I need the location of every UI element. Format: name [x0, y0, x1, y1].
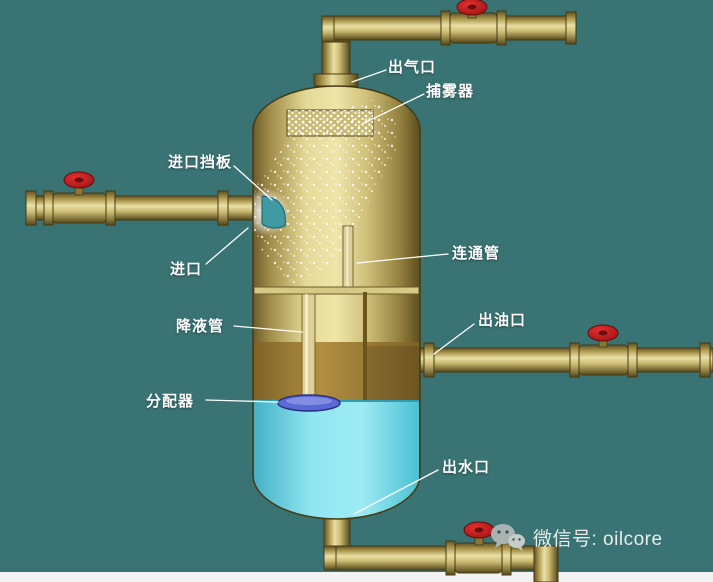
oil-layer [254, 342, 419, 402]
label-inlet: 进口 [170, 261, 203, 278]
gas-outlet-valve [440, 0, 507, 46]
label-inlet-baffle: 进口挡板 [168, 154, 233, 171]
label-oil-outlet: 出油口 [478, 312, 527, 329]
valve-handwheel-icon [463, 521, 495, 539]
label-demister: 捕雾器 [426, 83, 475, 100]
separator-vessel [252, 85, 421, 520]
watermark-text: 微信号: oilcore [533, 528, 663, 550]
watermark: 微信号: oilcore [490, 522, 663, 552]
gas-outlet-pipe [313, 0, 577, 89]
oil-compartment [366, 346, 419, 400]
leader-inlet [205, 227, 249, 265]
downcomer-pipe [301, 293, 316, 403]
inlet-pipe [25, 171, 254, 226]
leader-connecting-pipe [356, 253, 449, 264]
label-gas-outlet: 出气口 [388, 59, 437, 76]
connecting-pipe-internal [342, 225, 354, 291]
inlet-valve [43, 171, 116, 226]
oil-outlet-pipe [414, 324, 713, 378]
weir-plate [363, 292, 367, 400]
wechat-icon [491, 524, 525, 551]
inlet-baffle-plate [261, 195, 286, 229]
leader-inlet-baffle [233, 165, 273, 201]
valve-handwheel-icon [456, 0, 488, 16]
leader-distributor [205, 399, 279, 403]
distributor-plate [277, 394, 341, 412]
leader-oil-outlet [433, 323, 475, 355]
vessel-outline [252, 85, 421, 520]
leader-lines [205, 69, 475, 515]
oil-outlet-valve [569, 324, 638, 378]
leader-demister [361, 93, 425, 125]
gas-spray [253, 100, 396, 286]
water-layer [254, 400, 419, 519]
partition-plate [253, 286, 420, 295]
valve-handwheel-icon [587, 324, 619, 342]
water-outlet-valve [445, 521, 512, 576]
label-distributor: 分配器 [146, 393, 195, 410]
label-downcomer: 降液管 [176, 318, 225, 335]
label-connecting-pipe: 连通管 [452, 245, 501, 262]
leader-downcomer [233, 325, 303, 333]
label-water-outlet: 出水口 [442, 459, 491, 476]
leader-gas-outlet [351, 69, 387, 83]
leader-water-outlet [353, 469, 439, 515]
bottom-white-strip [0, 572, 713, 582]
valve-handwheel-icon [63, 171, 95, 189]
